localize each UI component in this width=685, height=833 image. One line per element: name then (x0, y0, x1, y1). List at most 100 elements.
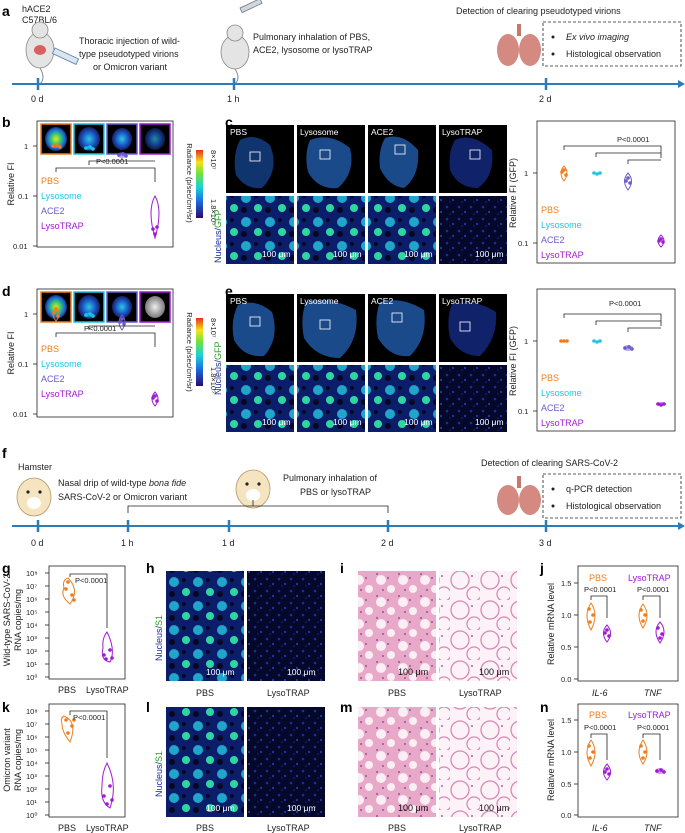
lung-image-strip-d (40, 291, 171, 323)
step2-line1: Pulmonary inhalation of PBS, (253, 32, 370, 42)
svg-text:10⁸: 10⁸ (26, 569, 38, 578)
side-label-c-nucleus: Nucleus/ (213, 228, 223, 264)
plot-frame-d (36, 288, 174, 418)
group-l-pbs: PBS (196, 823, 214, 833)
legend-e-ace2: ACE2 (541, 403, 565, 413)
ylabel-j: Relative mRNA level (546, 583, 556, 665)
f-step1-line1-a: Nasal drip of wild-type bona fide (58, 478, 186, 488)
violin-b-lysosome (84, 145, 95, 151)
violin-k-lysotrap (101, 761, 114, 809)
label-e-lysosome: Lysosome (300, 296, 339, 306)
plot-frame-k (48, 703, 126, 818)
violin-j-il6-pbs (586, 602, 596, 632)
scale-m-2: 100 μm (479, 803, 509, 813)
cbar-max-d: 8×10⁷ (209, 318, 218, 338)
svg-text:10⁴: 10⁴ (26, 621, 38, 630)
ytick-e-1: 1 (524, 337, 528, 346)
gene-n-il6: IL-6 (592, 823, 608, 833)
scale-m-1: 100 μm (398, 803, 428, 813)
panel-e: e PBS Lysosome ACE2 LysoTRAP 100 μm 100 … (213, 283, 676, 432)
scale-l-2: 100 μm (287, 803, 316, 813)
svg-text:10³: 10³ (26, 634, 37, 643)
cbar-title-b: Radiance (p/sec/cm²/sr) (185, 143, 194, 223)
ytick-n-3: 0.5 (561, 780, 571, 789)
pval-e: P<0.0001 (609, 299, 641, 308)
panel-n: n 1.5 1.0 0.5 0.0 Relative mRNA level PB… (540, 699, 679, 833)
yticks-g: 10⁸ 10⁷ 10⁶ 10⁵ 10⁴ 10³ 10² 10¹ 10⁰ (26, 569, 49, 682)
violin-c-pbs (560, 165, 568, 182)
ylabel-g-2: RNA copies/mg (13, 589, 23, 651)
legend-d-lysotrap: LysoTRAP (41, 389, 84, 399)
svg-text:10⁶: 10⁶ (26, 733, 37, 742)
legend-j-lysotrap: LysoTRAP (628, 573, 671, 583)
side-label-h-nucleus: Nucleus/ (154, 626, 164, 662)
panel-label-m: m (340, 699, 352, 715)
panel-label-n: n (540, 699, 549, 715)
violin-d-pbs (52, 306, 60, 322)
group-m-pbs: PBS (388, 823, 406, 833)
time-2d-a: 2 d (539, 94, 552, 104)
legend-b-lysotrap: LysoTRAP (41, 221, 84, 231)
ylabel-n: Relative mRNA level (546, 719, 556, 801)
legend-c-ace2: ACE2 (541, 235, 565, 245)
legend-b-lysosome: Lysosome (41, 191, 82, 201)
legend-e-lysosome: Lysosome (541, 388, 582, 398)
svg-text:10⁶: 10⁶ (26, 595, 37, 604)
group-h-pbs: PBS (196, 688, 214, 698)
panel-label-i: i (340, 560, 344, 576)
panel-l: l 100 μm 100 μm Nucleus/ S1 PBS LysoTRAP (146, 699, 325, 833)
time-0d-f: 0 d (31, 538, 44, 548)
mouse-strain-line2: C57BL/6 (22, 15, 57, 25)
image-l-pbs (166, 707, 244, 817)
pval-n-2: P<0.0001 (637, 723, 669, 732)
ytick-n-4: 0.0 (561, 811, 571, 820)
violin-n-tnf-pbs (638, 739, 648, 765)
ytick-b-2: 0.1 (18, 192, 28, 201)
scale-c-1: 100 μm (262, 249, 291, 259)
time-1h-a: 1 h (227, 94, 240, 104)
violin-j-il6-lysotrap (603, 624, 611, 643)
panel-label-a: a (2, 3, 10, 19)
image-i-pbs (358, 571, 436, 681)
label-e-pbs: PBS (230, 296, 247, 306)
hamster-label: Hamster (18, 462, 52, 472)
scale-e-1: 100 μm (262, 417, 291, 427)
violin-b-lysotrap (150, 194, 160, 240)
side-label-l-s1: S1 (154, 751, 164, 762)
pval-g: P<0.0001 (75, 576, 107, 585)
label-c-lysotrap: LysoTRAP (442, 127, 483, 137)
mouse-icon-1 (25, 21, 55, 85)
panel-d: d 1 0.1 0.01 Relative FI (2, 283, 218, 419)
violin-k-pbs (60, 715, 76, 743)
syringe-icon-1 (51, 47, 80, 65)
violin-d-lysotrap (151, 391, 159, 407)
svg-text:10³: 10³ (26, 772, 37, 781)
legend-c-pbs: PBS (541, 205, 559, 215)
ylabel-k-2: RNA copies/mg (13, 729, 23, 791)
ylabel-c: Relative FI (GFP) (508, 158, 518, 228)
legend-d-lysosome: Lysosome (41, 359, 82, 369)
violin-e-lysotrap (656, 402, 666, 407)
scale-e-4: 100 μm (475, 417, 504, 427)
group-i-pbs: PBS (388, 688, 406, 698)
label-c-ace2: ACE2 (371, 127, 393, 137)
violin-g-pbs (62, 577, 76, 605)
ylabel-k-1: Omicron variant (2, 728, 12, 792)
svg-text:10⁸: 10⁸ (26, 707, 38, 716)
svg-text:10²: 10² (26, 785, 37, 794)
plot-frame-j (577, 565, 679, 682)
box-item-histology: Histological observation (566, 49, 661, 59)
plot-frame-g (48, 565, 126, 680)
image-l-lysotrap (247, 707, 325, 817)
panel-label-f: f (2, 445, 7, 461)
panel-label-l: l (146, 699, 150, 715)
ytick-b-1: 1 (24, 142, 28, 151)
pval-j-1: P<0.0001 (584, 585, 616, 594)
panel-g: g 10⁸ 10⁷ 10⁶ 10⁵ 10⁴ 10³ 10² 10¹ 10⁰ Wi… (2, 560, 129, 695)
violin-c-lysosome (592, 171, 602, 176)
violin-j-tnf-pbs (638, 603, 648, 629)
ytick-c-2: 0.1 (518, 239, 528, 248)
panel-label-k: k (2, 699, 10, 715)
lungs-icon-2 (497, 476, 541, 515)
